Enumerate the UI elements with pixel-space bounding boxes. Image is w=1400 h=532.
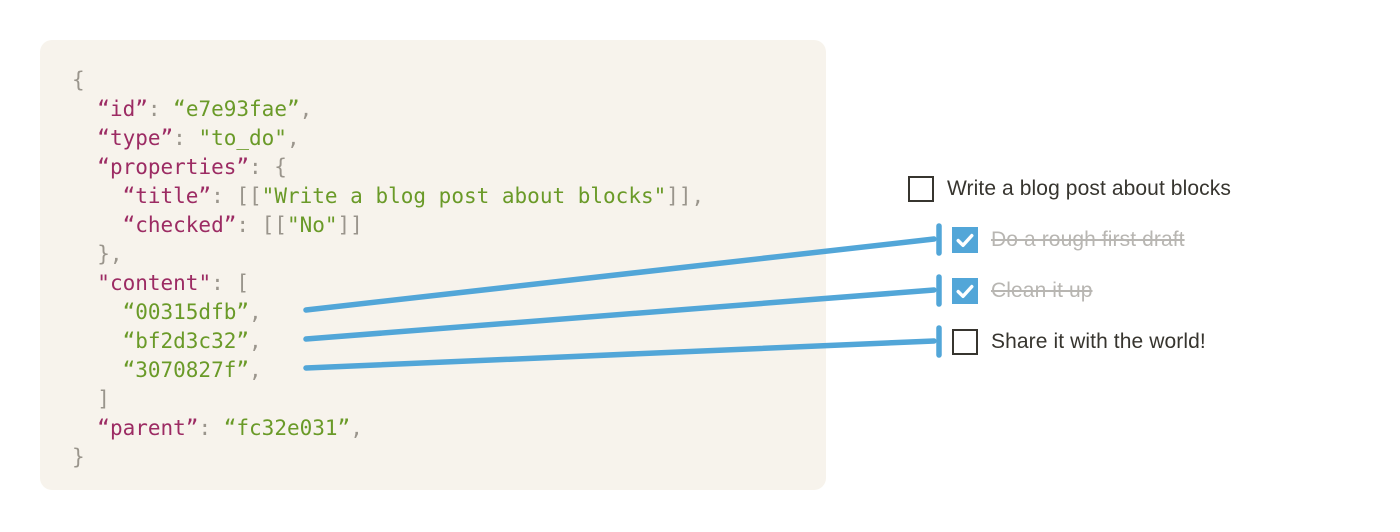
code-token-punct [72,126,97,150]
todo-checkbox-checked[interactable] [952,227,978,253]
code-token-value: "No" [286,213,338,237]
code-token-key: “id” [97,97,148,121]
code-line: { [72,66,806,95]
code-token-punct: ]], [666,184,705,208]
code-line: ] [72,385,806,414]
code-token-key: "content" [97,271,212,295]
todo-label: Write a blog post about blocks [947,177,1231,200]
checkmark-icon [956,284,974,298]
code-token-key: “title” [122,184,212,208]
code-line: “id”: “e7e93fae”, [72,95,806,124]
code-token-key: “properties” [97,155,250,179]
code-token-value: “fc32e031” [223,416,351,440]
todo-label: Share it with the world! [991,330,1206,353]
code-token-punct [72,155,97,179]
code-token-key: “parent” [97,416,199,440]
code-line: “type”: "to_do", [72,124,806,153]
code-line: “properties”: { [72,153,806,182]
code-token-punct: , [249,300,262,324]
code-token-punct: : [[ [236,213,287,237]
code-token-punct: , [286,126,300,150]
code-token-value: "to_do" [198,126,287,150]
code-token-punct: } [72,445,85,469]
todo-row-child: Do a rough first draft [952,227,1231,253]
code-token-punct: : [ [211,271,250,295]
code-token-punct [72,416,97,440]
todo-checkbox-checked[interactable] [952,278,978,304]
code-token-value: “3070827f” [122,358,250,382]
code-token-punct: , [299,97,313,121]
code-token-punct [72,271,97,295]
todo-label: Do a rough first draft [991,228,1185,251]
code-line: }, [72,240,806,269]
code-line: “00315dfb”, [72,298,806,327]
code-token-punct: , [249,358,262,382]
todo-row-child: Share it with the world! [952,329,1231,355]
code-content: { “id”: “e7e93fae”, “type”: "to_do", “pr… [72,66,806,472]
code-token-punct [72,97,97,121]
code-token-value: “00315dfb” [122,300,250,324]
code-token-punct: }, [72,242,123,266]
checkmark-icon [956,233,974,247]
code-token-punct: ] [72,387,110,411]
code-token-punct [72,300,123,324]
todo-row-parent: Write a blog post about blocks [908,176,1231,202]
code-token-punct: ]] [337,213,363,237]
code-token-key: “checked” [122,213,237,237]
code-token-punct: , [350,416,363,440]
code-token-value: “e7e93fae” [173,97,300,121]
code-token-punct: { [72,68,85,92]
code-block-card: { “id”: “e7e93fae”, “type”: "to_do", “pr… [40,40,826,490]
code-token-punct [72,184,123,208]
todo-label: Clean it up [991,279,1093,302]
code-line: “title”: [["Write a blog post about bloc… [72,182,806,211]
code-line: "content": [ [72,269,806,298]
code-token-value: “bf2d3c32” [122,329,250,353]
todo-checkbox-unchecked[interactable] [908,176,934,202]
todo-list: Write a blog post about blocks Do a roug… [908,176,1231,355]
code-line: } [72,443,806,472]
code-line: “3070827f”, [72,356,806,385]
code-token-key: “type” [97,126,174,150]
code-token-punct: , [249,329,262,353]
code-token-punct: : { [249,155,287,179]
code-token-punct: : [147,97,174,121]
code-token-punct [72,213,123,237]
code-line: “parent”: “fc32e031”, [72,414,806,443]
code-line: “checked”: [["No"]] [72,211,806,240]
code-token-punct: : [[ [211,184,262,208]
code-token-punct [72,358,123,382]
code-token-punct: : [173,126,199,150]
code-token-punct: : [198,416,224,440]
code-token-value: "Write a blog post about blocks" [261,184,667,208]
todo-row-child: Clean it up [952,278,1231,304]
code-line: “bf2d3c32”, [72,327,806,356]
code-token-punct [72,329,123,353]
todo-checkbox-unchecked[interactable] [952,329,978,355]
